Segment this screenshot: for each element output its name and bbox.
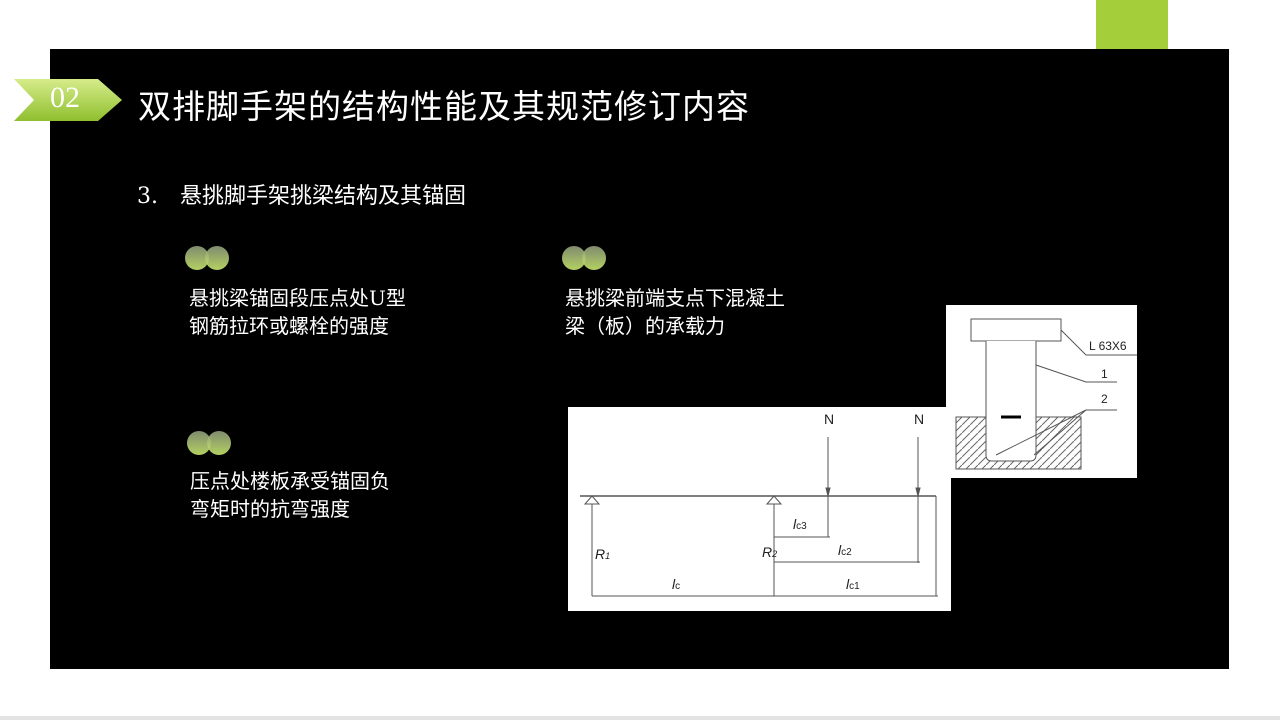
support-icon: [583, 495, 601, 505]
item-text: 梁（板）的承载力: [565, 314, 725, 338]
callout-label: 1: [1101, 367, 1108, 381]
svg-text:R1: R1: [595, 546, 610, 562]
list-item: 悬挑梁前端支点下混凝土梁（板）的承载力: [565, 284, 835, 340]
svg-text:lc2: lc2: [838, 542, 852, 558]
load-label: N: [824, 411, 834, 427]
list-item: 悬挑梁锚固段压点处U型钢筋拉环或螺栓的强度: [189, 284, 459, 340]
item-text: 悬挑梁锚固段压点处U型: [189, 286, 406, 310]
chevron-arrow-icon: [14, 79, 122, 121]
section-badge: 02: [12, 77, 124, 123]
divider: [0, 716, 1280, 720]
bullet-icon: [562, 246, 608, 270]
bullet-icon: [185, 246, 231, 270]
item-text: 弯矩时的抗弯强度: [190, 497, 350, 521]
svg-text:lc1: lc1: [846, 576, 860, 592]
list-item: 压点处楼板承受锚固负弯矩时的抗弯强度: [190, 467, 460, 523]
svg-text:R2: R2: [762, 544, 777, 560]
beam-diagram: N N R1 R2 lc3 lc2 lc lc1: [568, 407, 951, 611]
callout-label: 2: [1101, 392, 1108, 406]
support-icon: [765, 495, 783, 505]
item-text: 钢筋拉环或螺栓的强度: [189, 314, 389, 338]
page-title: 双排脚手架的结构性能及其规范修订内容: [138, 87, 750, 126]
item-text: 压点处楼板承受锚固负: [190, 469, 390, 493]
subheading-number: 3.: [137, 184, 158, 209]
svg-text:lc: lc: [672, 576, 680, 592]
subheading-text: 悬挑脚手架挑梁结构及其锚固: [180, 184, 467, 209]
item-text: 悬挑梁前端支点下混凝土: [565, 286, 785, 310]
bullet-icon: [187, 431, 233, 455]
section-number: 02: [50, 81, 80, 114]
svg-text:lc3: lc3: [793, 516, 807, 532]
anchor-diagram: L 63X6 1 2: [946, 305, 1137, 478]
subheading: 3. 悬挑脚手架挑梁结构及其锚固: [137, 178, 466, 210]
load-label: N: [914, 411, 924, 427]
angle-label: L 63X6: [1089, 339, 1127, 353]
